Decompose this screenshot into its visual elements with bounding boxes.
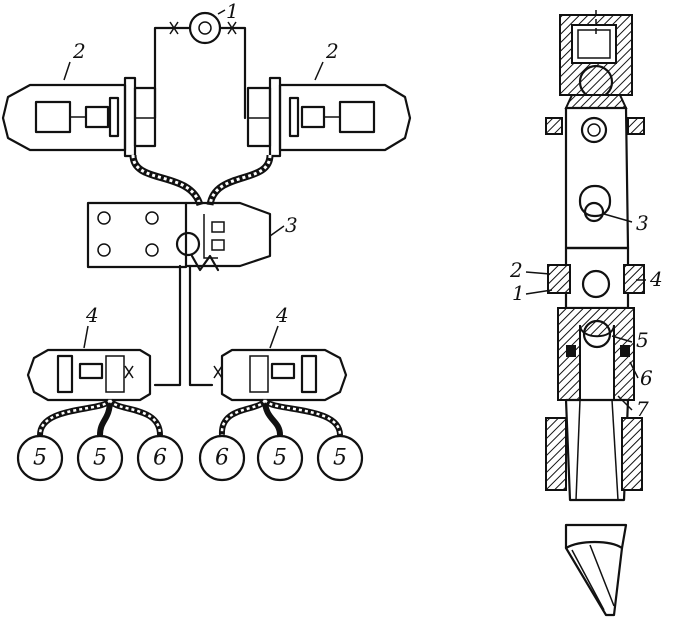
label-left-unit: 2 bbox=[72, 39, 86, 63]
right-label-6: 6 bbox=[640, 366, 653, 390]
sub-hoses bbox=[37, 397, 343, 436]
section-right: 3 2 4 1 5 6 7 bbox=[509, 10, 663, 617]
label-left-sub-unit: 4 bbox=[85, 303, 99, 327]
label-distributor: 3 bbox=[285, 213, 298, 237]
left-unit: 2 bbox=[1, 39, 157, 158]
left-sub-unit: 4 bbox=[26, 303, 152, 402]
right-label-1: 1 bbox=[512, 281, 525, 305]
right-label-3: 3 bbox=[636, 211, 649, 235]
svg-text:5: 5 bbox=[333, 446, 347, 471]
distributor: 3 bbox=[86, 201, 298, 272]
schematic-left: 1 2 2 bbox=[1, 0, 412, 482]
label-pump: 1 bbox=[226, 0, 239, 23]
label-right-unit: 2 bbox=[325, 39, 339, 63]
svg-text:5: 5 bbox=[93, 446, 107, 471]
outlet-circle: 5 bbox=[256, 434, 304, 482]
svg-text:6: 6 bbox=[215, 446, 229, 471]
right-sub-unit: 4 bbox=[213, 303, 348, 402]
right-label-7: 7 bbox=[636, 397, 649, 421]
label-right-sub-unit: 4 bbox=[275, 303, 289, 327]
right-unit: 2 bbox=[246, 39, 412, 158]
outlet-circle: 5 bbox=[316, 434, 364, 482]
right-label-2: 2 bbox=[509, 258, 523, 282]
svg-text:5: 5 bbox=[33, 446, 47, 471]
outlet-circles: 5 5 6 6 5 5 bbox=[16, 434, 364, 482]
outlet-circle: 6 bbox=[136, 434, 184, 482]
svg-text:6: 6 bbox=[153, 446, 167, 471]
outlet-circle: 5 bbox=[16, 434, 64, 482]
right-label-5: 5 bbox=[636, 328, 649, 352]
right-label-4: 4 bbox=[649, 267, 663, 291]
svg-text:5: 5 bbox=[273, 446, 287, 471]
pump: 1 bbox=[153, 0, 247, 120]
outlet-circle: 5 bbox=[76, 434, 124, 482]
outlet-circle: 6 bbox=[198, 434, 246, 482]
